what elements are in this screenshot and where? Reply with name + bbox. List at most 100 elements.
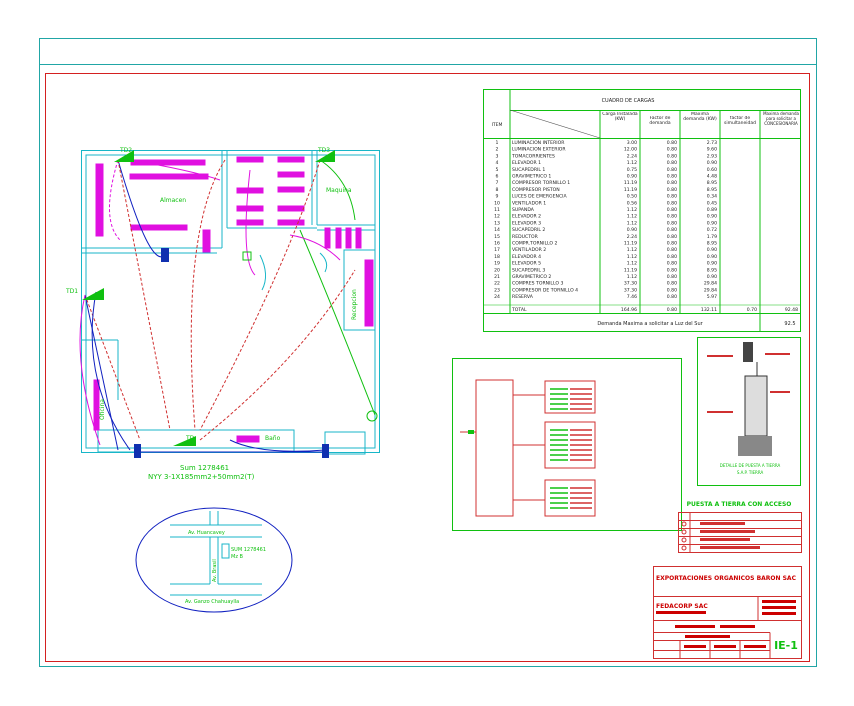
row-desc: COMPRESOR TORNILLO 1 [512, 180, 570, 186]
row-factor: 0.80 [667, 200, 677, 206]
row-factor: 0.80 [667, 174, 677, 180]
total-desc: TOTAL [511, 307, 527, 313]
row-carga: 0.56 [627, 200, 637, 206]
row-factor: 0.80 [667, 241, 677, 247]
row-maxima: 5.97 [707, 294, 717, 300]
row-carga: 37.30 [624, 287, 637, 293]
row-desc: GRAVIMETRICO 1 [512, 174, 551, 180]
row-desc: VENTILADOR 1 [512, 200, 546, 206]
td-label: TD [185, 435, 195, 442]
single-line-diagram [452, 358, 682, 531]
row-desc: ELEVADOR 1 [512, 160, 541, 166]
header-solicitar: Maxima demanda para solicitar a CONCESIO… [763, 111, 799, 126]
row-item: 2 [496, 147, 499, 153]
header-simult: factor de simultaneidad [724, 116, 756, 126]
row-desc: COMPR.TORNILLO 2 [512, 241, 557, 247]
row-carga: 7.46 [627, 294, 637, 300]
row-carga: 1.12 [627, 274, 637, 280]
row-maxima: 0.90 [707, 261, 717, 267]
demand-value: 92.5 [784, 321, 795, 327]
row-maxima: 0.72 [707, 227, 717, 233]
almacen-label: Almacen [160, 197, 186, 204]
row-factor: 0.80 [667, 254, 677, 260]
total-fs: 0.70 [747, 307, 757, 313]
row-maxima: 29.84 [704, 287, 717, 293]
row-carga: 0.90 [627, 227, 637, 233]
header-maxima: Maxima demanda (KW) [683, 112, 717, 122]
row-desc: ELEVADOR 4 [512, 254, 541, 260]
plan-wiring [79, 159, 376, 453]
header-factor: Factor de demanda [649, 116, 671, 126]
row-carga: 1.12 [627, 214, 637, 220]
load-table: CUADRO DE CARGAS ITEM Carga Instalada (K… [483, 89, 801, 332]
row-maxima: 29.84 [704, 281, 717, 287]
row-maxima: 1.79 [707, 234, 717, 240]
company-name: EXPORTACIONES ORGANICOS BARON SAC [656, 575, 797, 582]
row-factor: 0.80 [667, 147, 677, 153]
plan-labels: TD2 TD3 TD1 TD Almacen Maquina Baño Sum … [65, 147, 358, 481]
row-carga: 1.12 [627, 160, 637, 166]
row-carga: 11.19 [624, 241, 637, 247]
td3-label: TD3 [317, 147, 330, 154]
td1-label: TD1 [65, 288, 78, 295]
distribution-boards [82, 150, 378, 458]
row-maxima: 0.90 [707, 254, 717, 260]
row-carga: 1.12 [627, 247, 637, 253]
grounding-caption2: S.A.P. TIERRA [737, 470, 764, 475]
location-map: Av. Huancavey Av. Ganzo Chahuaylla Av. B… [135, 507, 293, 613]
row-item: 6 [496, 174, 499, 180]
row-carga: 1.12 [627, 207, 637, 213]
row-factor: 0.80 [667, 247, 677, 253]
row-factor: 0.80 [667, 153, 677, 159]
row-carga: 0.90 [627, 174, 637, 180]
row-carga: 37.30 [624, 281, 637, 287]
row-item: 5 [496, 167, 499, 173]
row-factor: 0.80 [667, 287, 677, 293]
outer-frame [39, 38, 817, 667]
row-maxima: 8.95 [707, 187, 717, 193]
row-desc: SUCAPEDRIL 2 [512, 227, 545, 233]
row-item: 19 [494, 261, 500, 267]
grounding-title: PUESTA A TIERRA CON ACCESO [687, 501, 792, 508]
row-desc: RESERVA [512, 294, 534, 300]
row-maxima: 0.60 [707, 167, 717, 173]
row-item: 1 [496, 140, 499, 146]
row-carga: 11.19 [624, 267, 637, 273]
sheet-number: IE-1 [774, 639, 798, 652]
row-factor: 0.80 [667, 187, 677, 193]
row-item: 21 [494, 274, 500, 280]
bano-label: Baño [265, 435, 281, 442]
row-carga: 12.00 [624, 147, 637, 153]
row-factor: 0.80 [667, 267, 677, 273]
row-item: 18 [494, 254, 500, 260]
plan-equipment [93, 156, 374, 443]
cable-label: NYY 3-1X185mm2+50mm2(T) [148, 473, 255, 481]
row-maxima: 0.90 [707, 247, 717, 253]
row-carga: 0.50 [627, 194, 637, 200]
row-item: 9 [496, 194, 499, 200]
row-factor: 0.80 [667, 261, 677, 267]
row-factor: 0.80 [667, 281, 677, 287]
row-desc: LUCES DE EMERGENCIA [512, 194, 567, 200]
row-factor: 0.80 [667, 274, 677, 280]
row-item: 15 [494, 234, 500, 240]
recepcion-label: Recepcion [351, 289, 358, 320]
street-bottom: Av. Ganzo Chahuaylla [185, 599, 239, 605]
row-factor: 0.80 [667, 294, 677, 300]
row-desc: COMPRESOR DE TORNILLO 4 [512, 287, 578, 293]
grounding-detail: DETALLE DE PUESTA A TIERRA S.A.P. TIERRA… [678, 337, 802, 553]
row-maxima: 0.45 [707, 200, 717, 206]
row-maxima: 2.73 [707, 140, 717, 146]
grounding-caption1: DETALLE DE PUESTA A TIERRA [720, 463, 781, 468]
row-item: 24 [494, 294, 500, 300]
row-desc: LUMINACION INTERIOR [512, 140, 565, 146]
row-desc: REDUCTOR [512, 234, 539, 240]
row-factor: 0.80 [667, 180, 677, 186]
title-block: EXPORTACIONES ORGANICOS BARON SAC FEDACO… [653, 566, 802, 659]
row-desc: GRAVIMETRICO 2 [512, 274, 551, 280]
row-carga: 11.19 [624, 180, 637, 186]
row-maxima: 0.90 [707, 214, 717, 220]
row-desc: SUPANDA [512, 207, 535, 213]
row-item: 13 [494, 220, 500, 226]
